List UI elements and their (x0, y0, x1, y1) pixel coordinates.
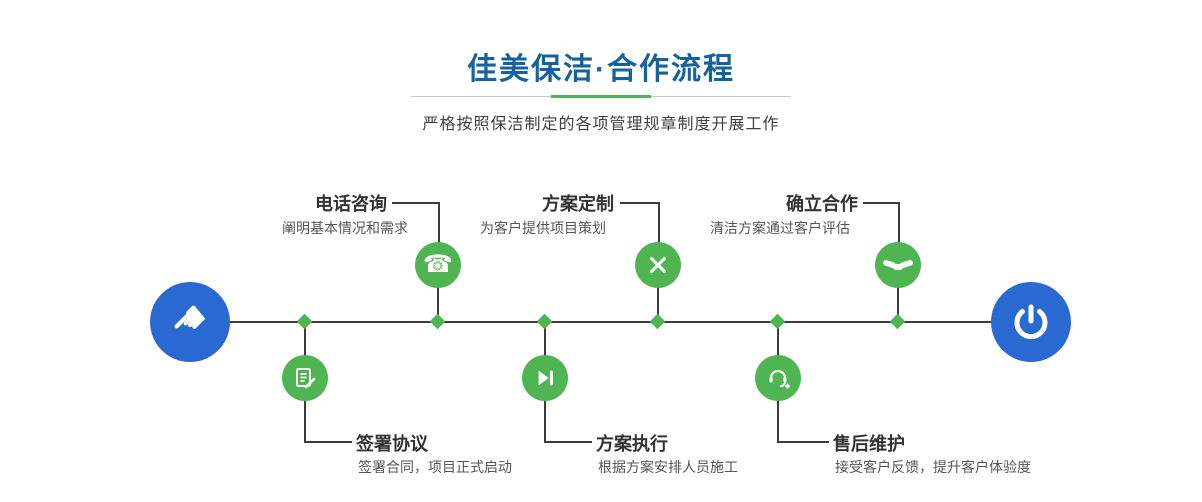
step-desc: 根据方案安排人员施工 (598, 459, 738, 475)
headset-icon (769, 369, 790, 389)
connector-stem (304, 322, 306, 356)
step-node-cooperation (875, 242, 921, 288)
timeline-diamond (769, 313, 786, 330)
page-title: 佳美保洁·合作流程 (467, 53, 735, 86)
label-connector (620, 202, 660, 244)
step-node-aftersales (755, 355, 801, 401)
timeline-line (190, 321, 1032, 323)
timeline-diamond (536, 313, 553, 330)
label-connector (392, 202, 440, 244)
page-subtitle: 严格按照保洁制定的各项管理规章制度开展工作 (422, 116, 780, 133)
step-label: 电话咨询 (315, 194, 387, 214)
label-connector (777, 401, 829, 443)
timeline-diamond (429, 313, 446, 330)
step-desc: 签署合同，项目正式启动 (358, 459, 512, 475)
step-label: 方案执行 (596, 434, 668, 454)
step-desc: 清洁方案通过客户评估 (710, 220, 850, 236)
play-icon (538, 370, 553, 386)
connector-stem (657, 287, 659, 322)
connector-stem (437, 287, 439, 322)
power-icon (1014, 304, 1048, 340)
phone-icon: ☎ (423, 251, 453, 278)
divider-accent (551, 95, 651, 98)
timeline-diamond (296, 313, 313, 330)
step-label: 方案定制 (542, 194, 614, 214)
step-node-contract (282, 355, 328, 401)
step-desc: 为客户提供项目策划 (480, 220, 606, 236)
connector-stem (897, 287, 899, 322)
contract-icon (296, 368, 316, 389)
label-connector (863, 202, 900, 244)
step-node-execute (522, 355, 568, 401)
label-connector (544, 401, 592, 443)
timeline-diamond (649, 313, 666, 330)
step-desc: 接受客户反馈，提升客户体验度 (835, 459, 1031, 475)
step-label: 签署协议 (356, 434, 428, 454)
title-divider (411, 95, 791, 98)
label-connector (304, 401, 352, 443)
step-node-phone: ☎ (415, 242, 461, 288)
handshake-icon (883, 260, 913, 271)
pointer-hand-icon: ☚ (161, 293, 219, 351)
step-node-design (635, 242, 681, 288)
design-tools-icon (650, 257, 666, 273)
end-node (991, 282, 1071, 362)
step-label: 售后维护 (833, 434, 905, 454)
start-node: ☚ (150, 282, 230, 362)
step-desc: 阐明基本情况和需求 (282, 220, 408, 236)
step-label: 确立合作 (786, 194, 858, 214)
connector-stem (544, 322, 546, 356)
timeline-diamond (889, 313, 906, 330)
connector-stem (777, 322, 779, 356)
